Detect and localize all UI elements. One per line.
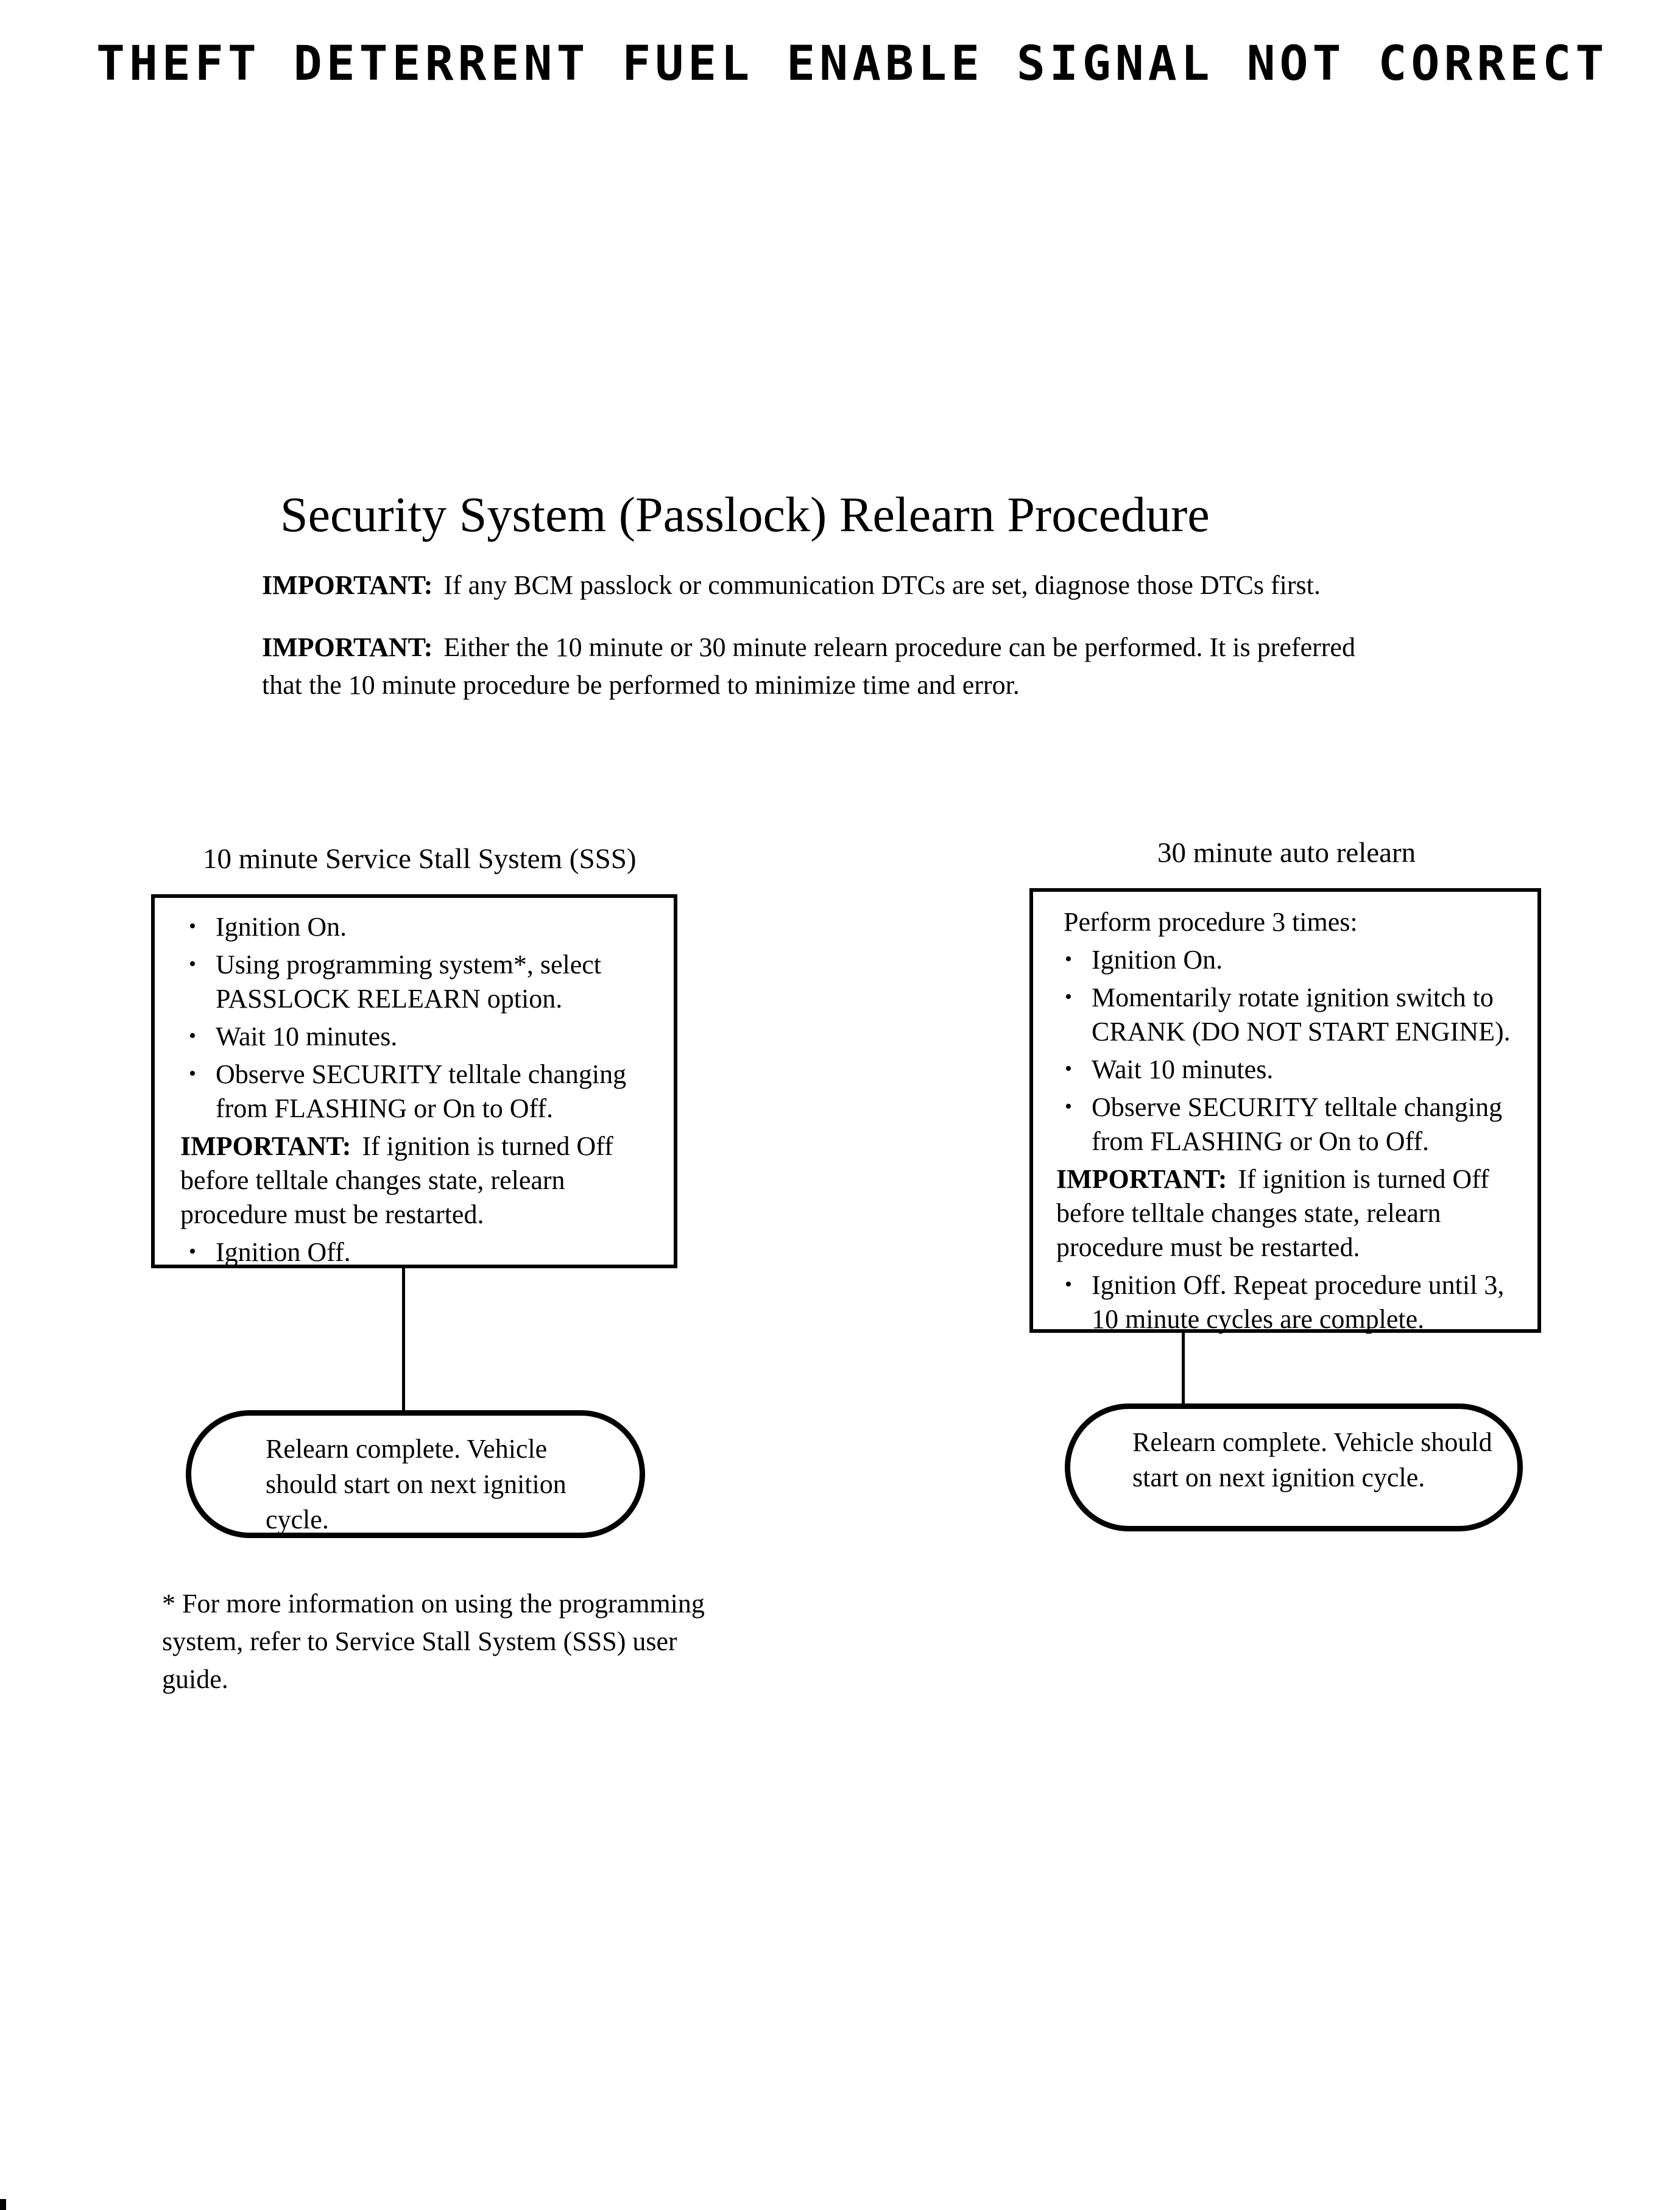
important-label: IMPORTANT: — [262, 570, 433, 600]
list-item: • Observe SECURITY telltale changing fro… — [1056, 1090, 1526, 1159]
important-text: If ignition is turned Off before telltal… — [1056, 1164, 1489, 1262]
box-important-note: IMPORTANT:If ignition is turned Off befo… — [180, 1129, 658, 1232]
left-procedure-box: • Ignition On. • Using programming syste… — [151, 894, 677, 1268]
important-note-1: IMPORTANT: If any BCM passlock or communi… — [262, 567, 1431, 604]
list-item: • Observe SECURITY telltale changing fro… — [180, 1057, 658, 1126]
bullet-icon: • — [189, 915, 196, 937]
list-item-text: Ignition Off. — [216, 1237, 351, 1267]
bullet-icon: • — [1065, 1095, 1072, 1118]
right-procedure-box: Perform procedure 3 times: • Ignition On… — [1029, 888, 1541, 1336]
important-label: IMPORTANT: — [1056, 1164, 1227, 1194]
list-item-text: Wait 10 minutes. — [216, 1022, 398, 1051]
list-item-text: Observe SECURITY telltale changing from … — [1092, 1092, 1503, 1156]
terminal-text: Relearn complete. Vehicle should start o… — [266, 1434, 566, 1534]
list-item-text: Momentarily rotate ignition switch to CR… — [1092, 983, 1511, 1047]
bullet-icon: • — [189, 1240, 196, 1263]
left-column-heading: 10 minute Service Stall System (SSS) — [203, 843, 637, 875]
list-item-text: Ignition On. — [216, 912, 347, 942]
bullet-icon: • — [189, 953, 196, 975]
section-heading: Security System (Passlock) Relearn Proce… — [280, 487, 1210, 542]
important-text: If any BCM passlock or communication DTC… — [443, 570, 1321, 600]
box-intro-text: Perform procedure 3 times: — [1064, 907, 1358, 937]
list-item: • Wait 10 minutes. — [180, 1020, 658, 1054]
right-column-heading: 30 minute auto relearn — [1157, 837, 1416, 869]
page-title: THEFT DETERRENT FUEL ENABLE SIGNAL NOT C… — [96, 37, 1609, 91]
bullet-icon: • — [1065, 986, 1072, 1008]
important-text: Either the 10 minute or 30 minute relear… — [262, 632, 1355, 700]
bullet-icon: • — [1065, 1273, 1072, 1296]
scan-artifact-mark — [0, 2199, 6, 2210]
bullet-icon: • — [1065, 1057, 1072, 1080]
terminal-text: Relearn complete. Vehicle should start o… — [1132, 1427, 1492, 1492]
bullet-icon: • — [1065, 948, 1072, 970]
list-item: • Using programming system*, select PASS… — [180, 948, 658, 1016]
important-note-2: IMPORTANT:Either the 10 minute or 30 min… — [262, 629, 1389, 704]
left-connector-line — [402, 1268, 405, 1413]
list-item-text: Wait 10 minutes. — [1092, 1054, 1274, 1084]
left-terminal-ellipse: Relearn complete. Vehicle should start o… — [186, 1410, 645, 1538]
list-item-text: Ignition On. — [1092, 945, 1223, 975]
footnote: * For more information on using the prog… — [162, 1589, 705, 1694]
important-label: IMPORTANT: — [180, 1131, 351, 1161]
list-item: • Ignition Off. — [180, 1235, 658, 1269]
list-item-text: Ignition Off. Repeat procedure until 3, … — [1092, 1270, 1505, 1334]
list-item: • Ignition On. — [180, 910, 658, 944]
list-item: • Ignition On. — [1056, 943, 1526, 977]
right-terminal-ellipse: Relearn complete. Vehicle should start o… — [1065, 1403, 1523, 1531]
important-text: If ignition is turned Off before telltal… — [180, 1131, 613, 1229]
right-connector-line — [1182, 1332, 1185, 1406]
list-item-text: Using programming system*, select PASSLO… — [216, 950, 602, 1014]
list-item-text: Observe SECURITY telltale changing from … — [216, 1059, 627, 1123]
list-item: • Momentarily rotate ignition switch to … — [1056, 981, 1526, 1049]
box-important-note: IMPORTANT:If ignition is turned Off befo… — [1056, 1162, 1526, 1265]
important-label: IMPORTANT: — [262, 632, 433, 662]
bullet-icon: • — [189, 1062, 196, 1085]
list-item: • Ignition Off. Repeat procedure until 3… — [1056, 1268, 1526, 1336]
bullet-icon: • — [189, 1025, 196, 1047]
list-item: • Wait 10 minutes. — [1056, 1053, 1526, 1087]
